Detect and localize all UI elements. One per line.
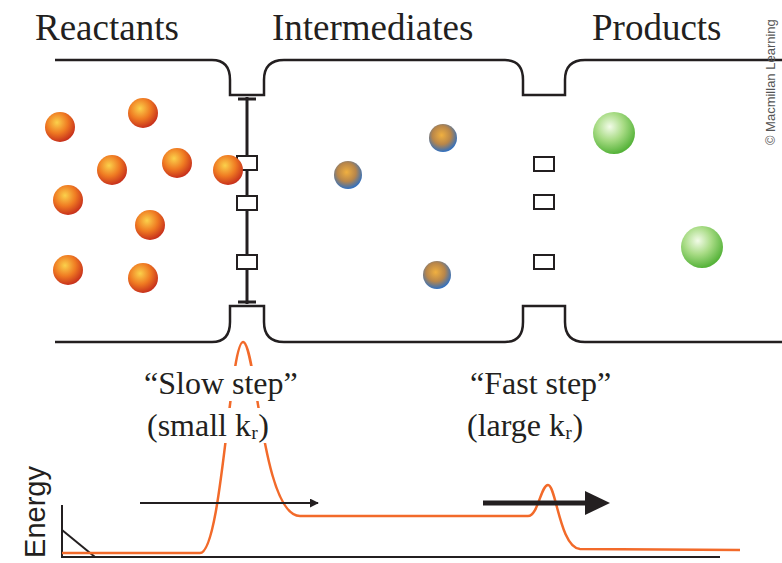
- vessel-outline: [55, 60, 782, 95]
- open-gate: [534, 157, 554, 269]
- chamber-heading: Products: [592, 8, 722, 49]
- step-arrowhead: [585, 491, 610, 515]
- energy-curve: [62, 342, 740, 553]
- molecule: [423, 261, 451, 289]
- molecule: [593, 112, 635, 154]
- step-arrow: [140, 502, 318, 504]
- rate-label: (small kᵣ): [145, 408, 271, 443]
- closed-gate: [237, 97, 257, 304]
- molecule: [53, 185, 83, 215]
- molecule: [53, 255, 83, 285]
- molecule: [45, 112, 75, 142]
- molecules: [45, 98, 723, 293]
- chamber-heading: Intermediates: [272, 8, 473, 49]
- molecule: [128, 98, 158, 128]
- axis-label: Energy: [20, 466, 52, 558]
- molecule: [128, 263, 158, 293]
- vessel-outline: [55, 306, 782, 342]
- rate-label: (large kᵣ): [465, 408, 585, 443]
- copyright-note: © Macmillan Learning: [764, 19, 778, 145]
- chamber-heading: Reactants: [35, 8, 179, 49]
- molecule: [334, 161, 362, 189]
- step-label: “Slow step”: [142, 366, 300, 401]
- molecule: [681, 226, 723, 268]
- step-label: “Fast step”: [468, 366, 613, 401]
- step-arrow: [483, 501, 590, 506]
- molecule: [162, 148, 192, 178]
- molecule: [97, 155, 127, 185]
- molecule: [213, 155, 243, 185]
- molecule: [135, 210, 165, 240]
- molecule: [429, 124, 457, 152]
